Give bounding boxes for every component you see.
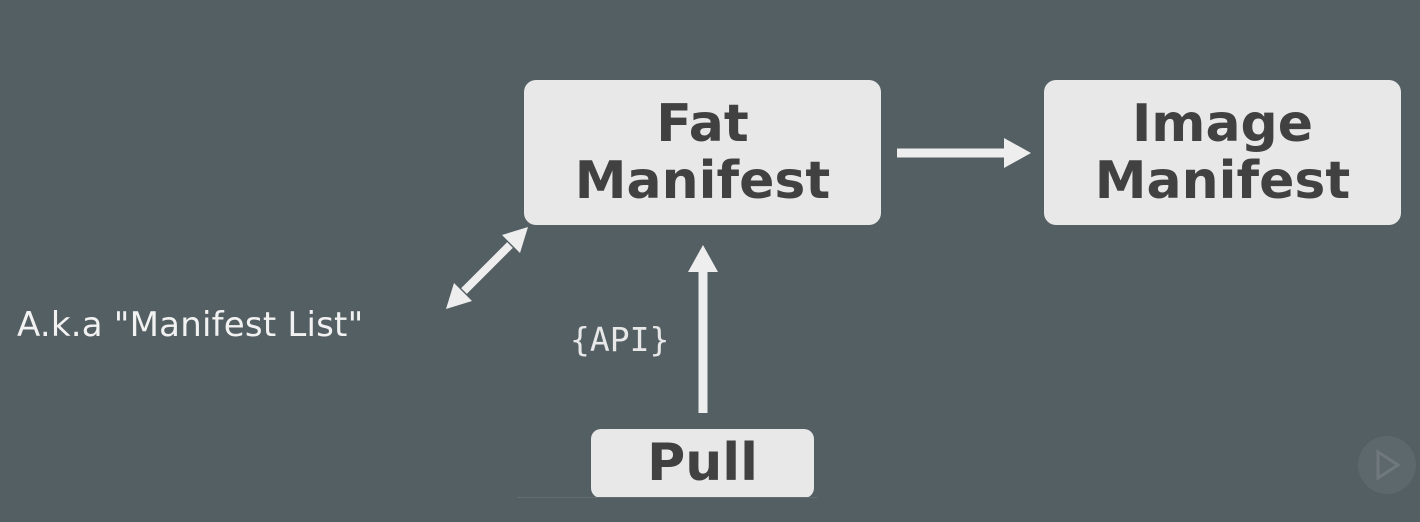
arrow-pull-to-fat <box>688 245 718 413</box>
api-label: {API} <box>570 320 670 359</box>
fat-manifest-line1: Fat <box>656 94 749 155</box>
aka-manifest-list-label: A.k.a "Manifest List" <box>17 305 364 345</box>
fat-manifest-line2: Manifest <box>574 150 831 211</box>
pull-label: Pull <box>647 433 758 494</box>
baseline-divider <box>517 497 817 498</box>
image-manifest-box: Image Manifest <box>1044 80 1401 225</box>
image-manifest-line1: Image <box>1131 94 1314 155</box>
pull-box: Pull <box>591 429 814 498</box>
fat-manifest-box: Fat Manifest <box>524 80 881 225</box>
image-manifest-line2: Manifest <box>1094 150 1351 211</box>
double-arrow-aka <box>446 227 528 309</box>
arrow-fat-to-image <box>897 138 1031 168</box>
play-icon <box>1358 436 1416 494</box>
